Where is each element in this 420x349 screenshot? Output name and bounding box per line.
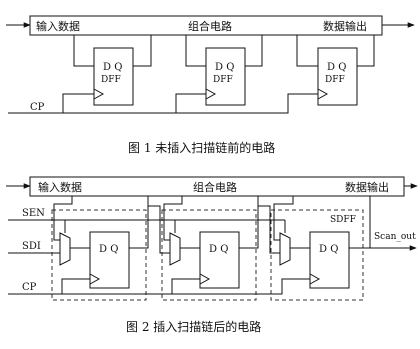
fig1-dff-1-name: DFF xyxy=(101,75,121,85)
fig2-wire-data-3 xyxy=(273,196,294,241)
fig1-clock-label: CP xyxy=(30,102,45,113)
fig2-clock-wire-2 xyxy=(62,278,200,295)
fig2-dff-3-clock-triangle xyxy=(309,273,321,285)
fig2-dff-2-clock-triangle xyxy=(199,273,211,285)
fig2-clock-wire-1 xyxy=(8,278,90,295)
fig2-sdff-2-outline xyxy=(161,209,257,301)
fig1-dff-3-pins: D Q xyxy=(327,62,346,73)
fig2-output-data-label: 数据输出 xyxy=(345,180,389,194)
fig1-input-data-label: 输入数据 xyxy=(36,19,80,33)
fig1-clock-wire-3 xyxy=(176,93,318,114)
fig1-dff-3-name: DFF xyxy=(325,75,345,85)
fig1-dff-1-clock-triangle xyxy=(93,88,105,100)
fig2-sdi-label: SDI xyxy=(22,241,41,252)
fig2-clock-wire-3 xyxy=(172,278,310,295)
figure-2-caption: 图 2 插入扫描链后的电路 xyxy=(126,319,261,334)
fig2-dff-1-clock-triangle xyxy=(89,273,101,285)
fig2-mux-3 xyxy=(279,232,291,266)
fig2-input-data-label: 输入数据 xyxy=(38,180,82,194)
fig2-dff-3: D Q xyxy=(309,231,350,289)
fig2-dff-3-box xyxy=(309,231,350,289)
fig2-dff-3-pins: D Q xyxy=(319,244,338,255)
fig2-sdff-3-outline xyxy=(270,209,364,301)
fig2-scan-out-label: Scan_out xyxy=(374,232,416,242)
fig1-wire-q1 xyxy=(133,35,152,67)
fig2-combinational-label: 组合电路 xyxy=(193,180,237,194)
fig1-wire-d2 xyxy=(185,35,206,67)
figure-1-caption: 图 1 未插入扫描链前的电路 xyxy=(128,140,275,155)
figure-2-post-scan-circuit: 输入数据 组合电路 数据输出 SDFF SEN SDI Scan_out xyxy=(6,176,418,334)
fig2-wire-data-2 xyxy=(163,196,183,241)
fig1-dff-1: D Q DFF xyxy=(93,47,134,106)
fig2-sen-label: SEN xyxy=(22,208,45,219)
fig1-wire-d1 xyxy=(73,35,94,67)
fig1-dff-1-pins: D Q xyxy=(103,62,122,73)
fig2-mux-1 xyxy=(59,232,71,266)
fig2-wire-data-1 xyxy=(53,196,73,241)
fig2-scan-wire-2-3 xyxy=(239,205,280,254)
fig1-clock-wire-1 xyxy=(8,93,94,114)
fig1-dff-3-clock-triangle xyxy=(317,88,329,100)
fig2-mux-2 xyxy=(169,232,181,266)
fig2-scan-wire-1-2 xyxy=(129,205,170,254)
fig2-clock-label: CP xyxy=(22,282,37,293)
fig1-dff-2-clock-triangle xyxy=(205,88,217,100)
fig1-combinational-label: 组合电路 xyxy=(188,19,232,33)
figure-1-pre-scan-circuit: 输入数据 组合电路 数据输出 D Q DFF D Q DFF D Q DFF xyxy=(6,15,415,155)
fig1-wire-q3 xyxy=(357,35,375,67)
fig2-dff-1: D Q xyxy=(89,231,130,289)
fig1-dff-2-pins: D Q xyxy=(215,62,234,73)
fig1-dff-2: D Q DFF xyxy=(205,47,246,106)
fig1-clock-wire-2 xyxy=(63,93,206,114)
fig2-dff-2-box xyxy=(199,231,240,289)
fig1-dff-2-name: DFF xyxy=(213,75,233,85)
fig1-dff-3: D Q DFF xyxy=(317,47,358,106)
fig1-wire-q2 xyxy=(245,35,263,67)
fig2-sdff-1-outline xyxy=(51,209,147,301)
fig2-dff-1-box xyxy=(89,231,130,289)
fig1-output-data-label: 数据输出 xyxy=(323,19,367,33)
fig2-dff-1-pins: D Q xyxy=(99,244,118,255)
fig2-sdff-label: SDFF xyxy=(330,215,356,225)
fig2-dff-2-pins: D Q xyxy=(209,244,228,255)
fig2-dff-2: D Q xyxy=(199,231,240,289)
fig1-wire-d3 xyxy=(296,35,318,67)
